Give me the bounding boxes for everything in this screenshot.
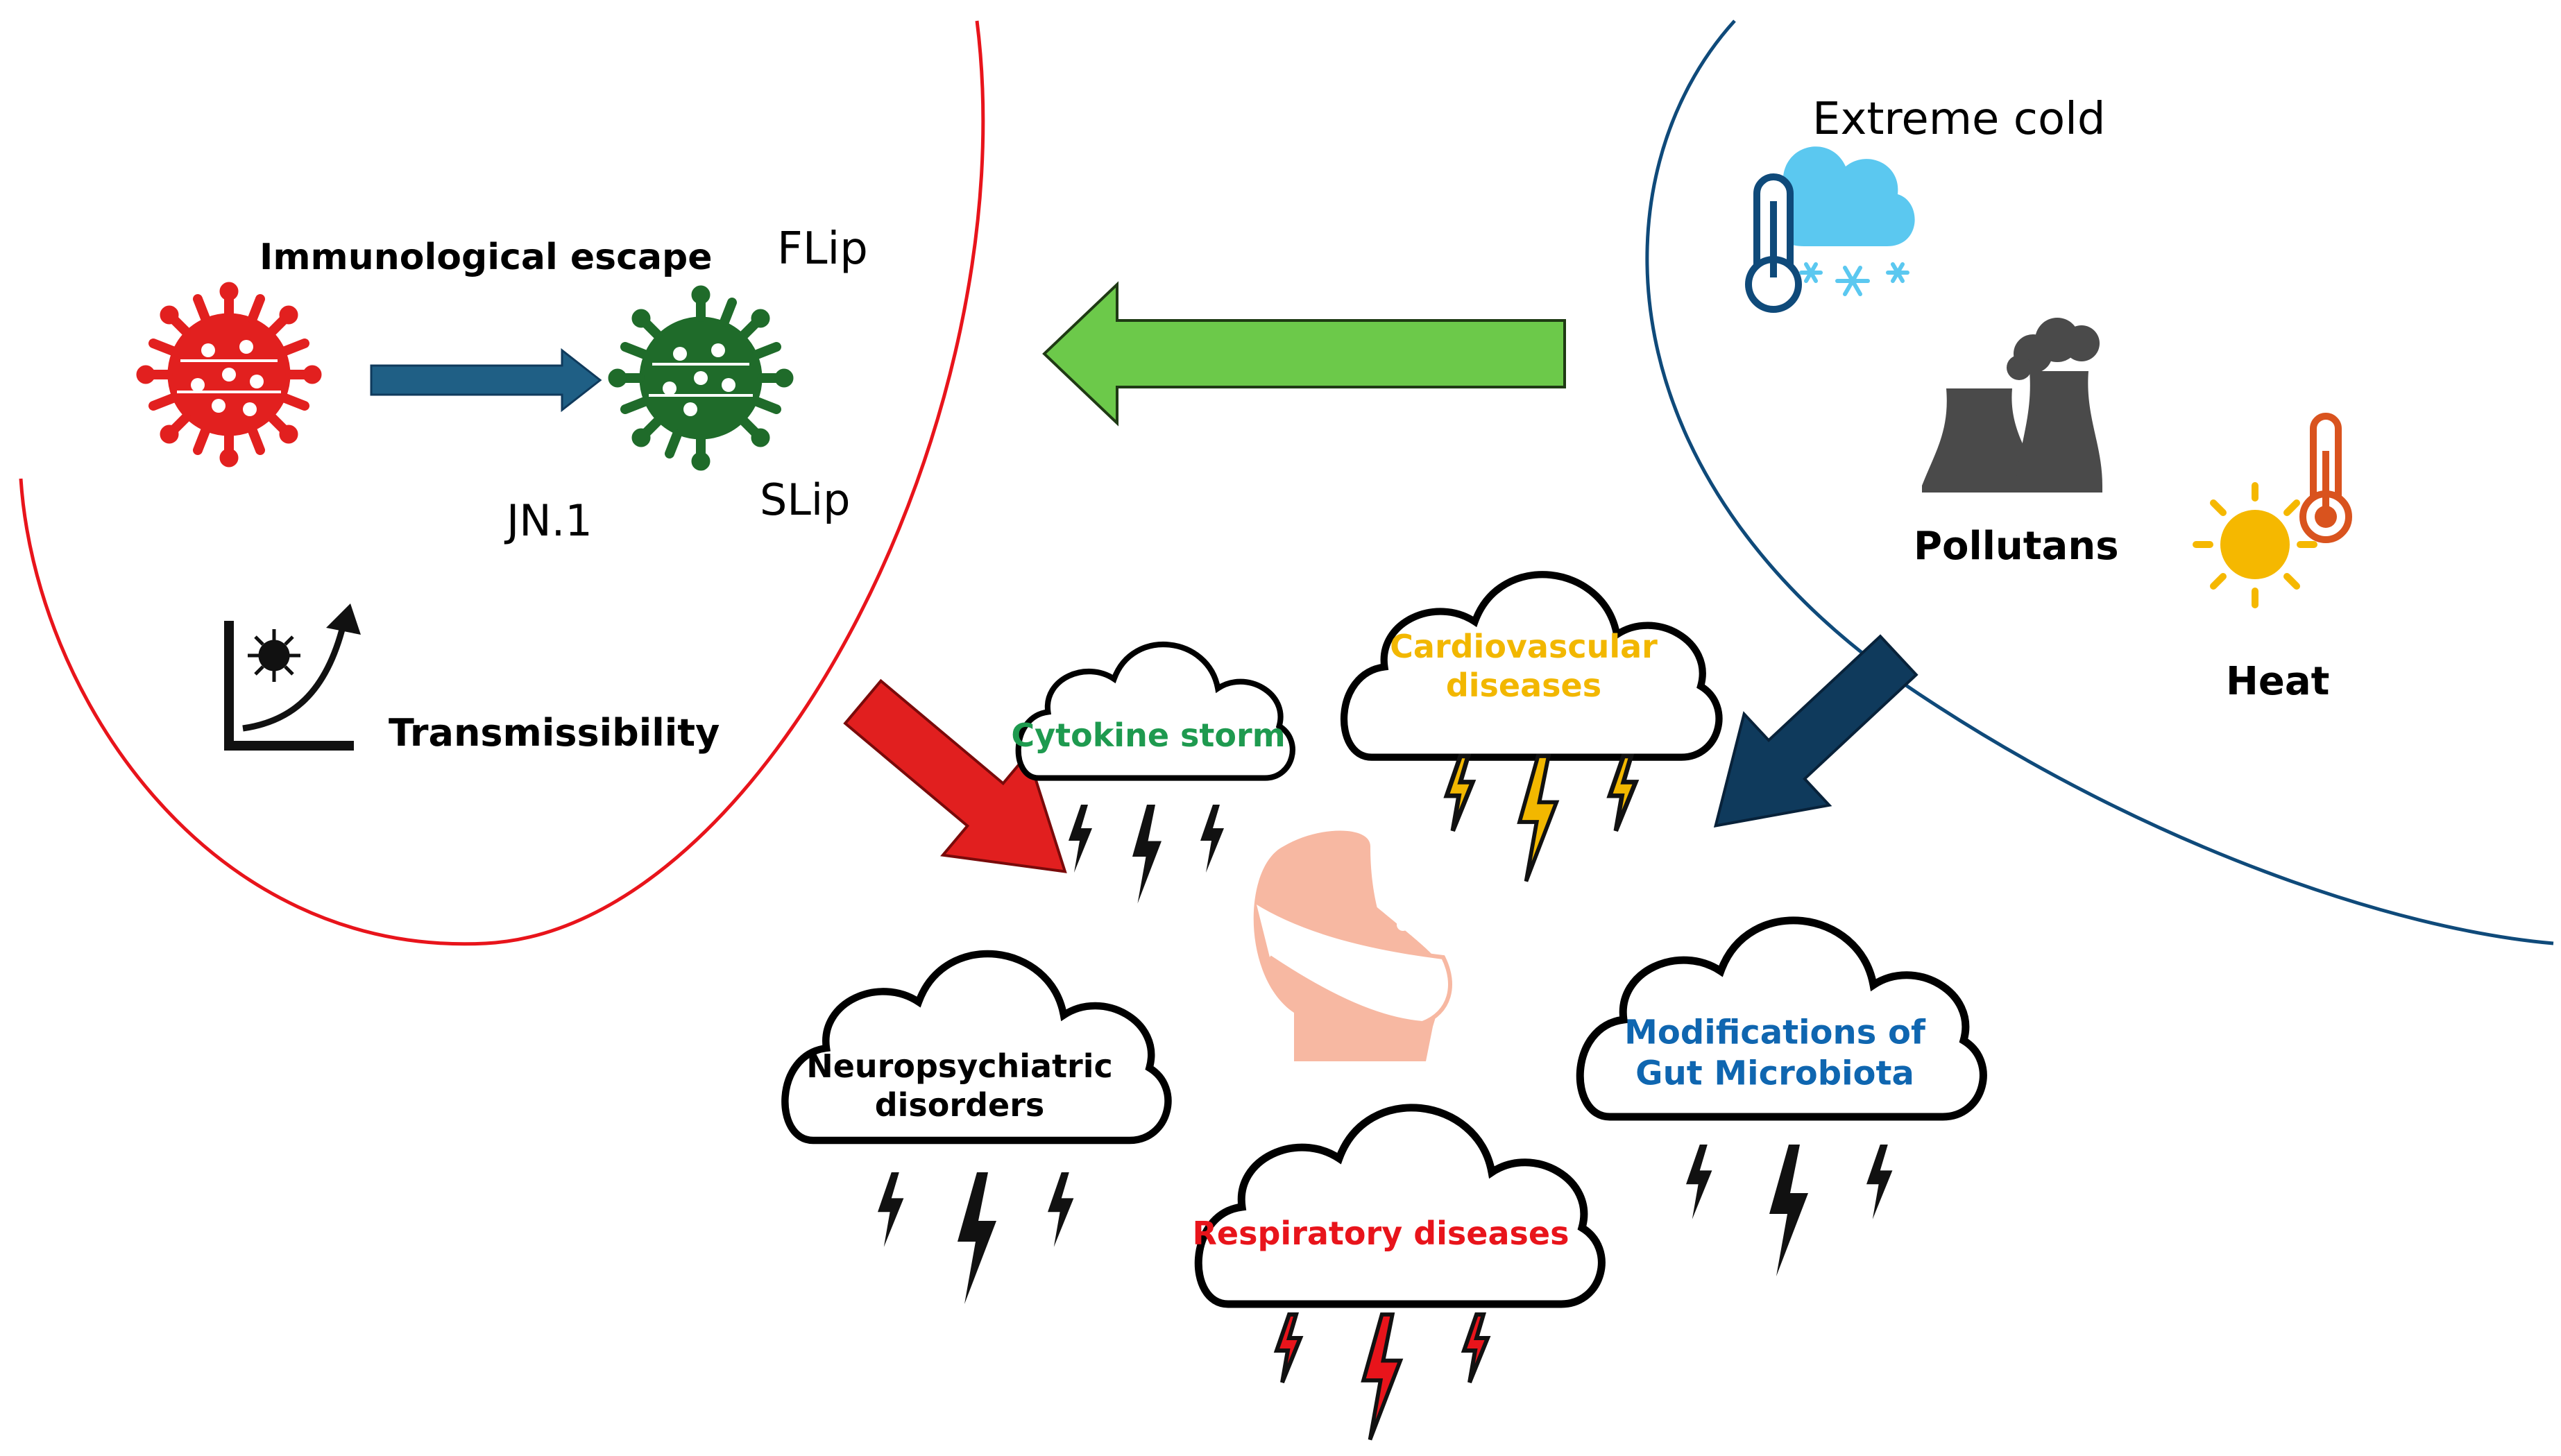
heat-label: Heat	[2226, 659, 2330, 704]
cytokine-storm-cloud	[1019, 644, 1293, 778]
mutation-arrow	[370, 348, 602, 413]
cardiovascular-lightning-icon	[1447, 756, 1635, 882]
neuropsychiatric-lightning-icon	[878, 1172, 1074, 1304]
environment-to-outcomes-arrow	[1713, 634, 1918, 828]
gut-line1: Modifications of	[1624, 1013, 1925, 1052]
cytokine-lightning-icon	[1069, 805, 1224, 904]
slip-label: SLip	[760, 474, 851, 525]
gut-line2: Gut Microbiota	[1635, 1054, 1914, 1093]
respiratory-cloud	[1198, 1108, 1601, 1304]
neuropsychiatric-label: Neuropsychiatric disorders	[806, 1047, 1113, 1124]
sun-thermometer-icon	[2193, 413, 2352, 608]
gut-lightning-icon	[1686, 1145, 1893, 1276]
respiratory-label: Respiratory diseases	[1192, 1214, 1569, 1252]
snow-thermometer-icon	[1745, 146, 1915, 313]
neuropsychiatric-line2: disorders	[874, 1086, 1045, 1124]
cardiovascular-line2: diseases	[1445, 667, 1602, 704]
transmissibility-label: Transmissibility	[389, 711, 720, 755]
neuropsychiatric-line1: Neuropsychiatric	[806, 1047, 1113, 1085]
immunological-escape-label: Immunological escape	[259, 237, 713, 278]
jn1-label: JN.1	[507, 495, 593, 546]
transmissibility-graph-icon	[224, 603, 361, 751]
environment-to-virus-arrow	[1042, 281, 1566, 427]
masked-person-icon	[1253, 830, 1452, 1061]
pollutants-label: Pollutans	[1914, 524, 2119, 569]
cardiovascular-line1: Cardiovascular	[1390, 627, 1658, 665]
cardiovascular-label: Cardiovascular diseases	[1390, 627, 1658, 705]
flip-label: FLip	[777, 223, 868, 275]
mutated-virus-icon	[608, 285, 794, 471]
factory-smoke-icon	[1922, 318, 2102, 493]
virus-panel-boundary	[19, 20, 985, 946]
gut-microbiota-label: Modifications of Gut Microbiota	[1624, 1012, 1925, 1093]
cytokine-storm-label: Cytokine storm	[1011, 716, 1286, 754]
extreme-cold-label: Extreme cold	[1812, 94, 2106, 145]
virus-to-outcomes-arrow	[843, 678, 1067, 873]
respiratory-lightning-icon	[1277, 1314, 1488, 1440]
virus-icon	[136, 282, 322, 468]
